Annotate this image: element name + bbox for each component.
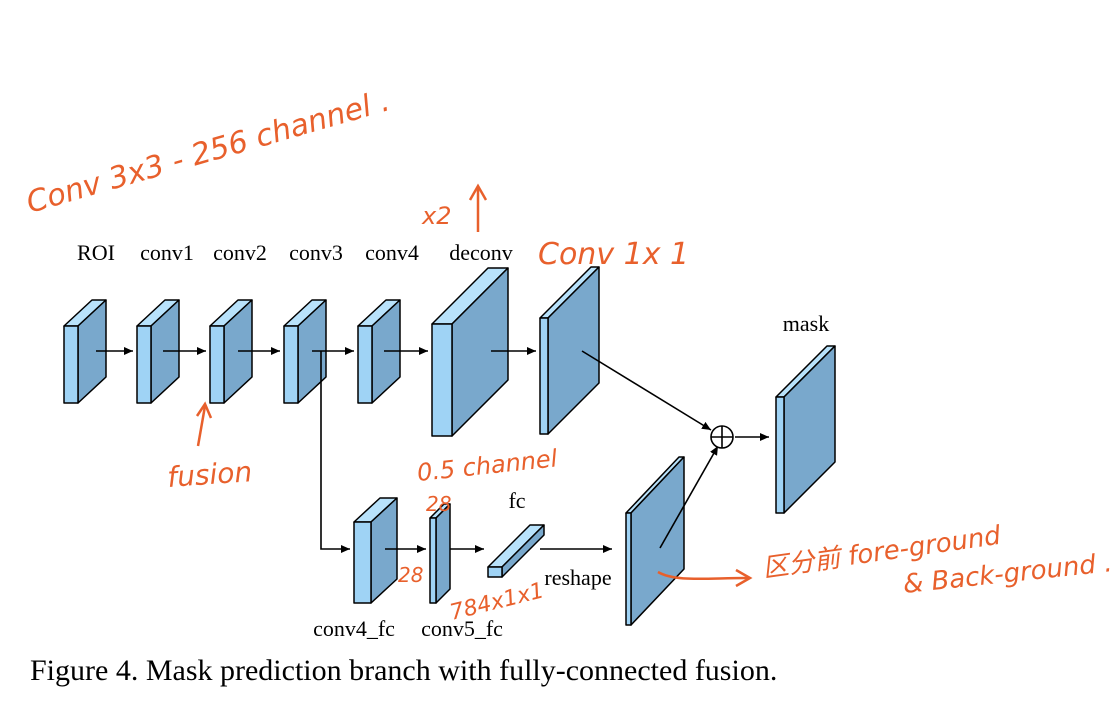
arrow-conv3-branch (320, 351, 350, 553)
conv4-label: conv4 (365, 240, 419, 265)
conv1-label: conv1 (140, 240, 194, 265)
mask-label: mask (783, 311, 829, 336)
fc-block (487, 524, 545, 578)
deconv-block (431, 267, 509, 437)
annotation-fusion-arrow-icon (195, 401, 213, 447)
annotation-note-arrow-icon (657, 570, 749, 581)
conv3-label: conv3 (289, 240, 343, 265)
roi-block (63, 299, 107, 404)
conv1x1-block (539, 266, 600, 435)
conv4-fc-label: conv4_fc (313, 616, 395, 641)
conv2-block (209, 299, 253, 404)
reshape-label: reshape (544, 565, 611, 590)
annotation-half-channel: 0.5 channel (416, 444, 559, 487)
annotation-x2: x2 (421, 202, 451, 230)
annotation-up-arrow-icon (468, 183, 488, 232)
annotation-note-arrowhead-icon (735, 568, 753, 588)
conv5-fc-block (429, 503, 451, 604)
figure-caption: Figure 4. Mask prediction branch with fu… (30, 654, 777, 687)
arrow-conv1x1-fusion (581, 350, 712, 431)
annotation-fusion: fusion (166, 455, 253, 494)
deconv-label: deconv (449, 240, 513, 265)
mask-block (775, 345, 836, 514)
reshape-block (625, 456, 685, 626)
conv2-label: conv2 (213, 240, 267, 265)
conv5-fc-label: conv5_fc (421, 616, 503, 641)
roi-label: ROI (77, 240, 115, 265)
fusion-plus-icon (710, 425, 734, 449)
annotation-28-top: 28 (426, 492, 451, 516)
conv4-fc-block (353, 497, 398, 604)
fc-label: fc (508, 488, 525, 513)
arrow-reshape-fusion (659, 445, 719, 549)
annotation-conv3x3: Conv 3x3 - 256 channel . (23, 83, 394, 220)
annotation-conv1x1: Conv 1x 1 (538, 237, 689, 272)
annotation-28-side: 28 (398, 563, 423, 587)
